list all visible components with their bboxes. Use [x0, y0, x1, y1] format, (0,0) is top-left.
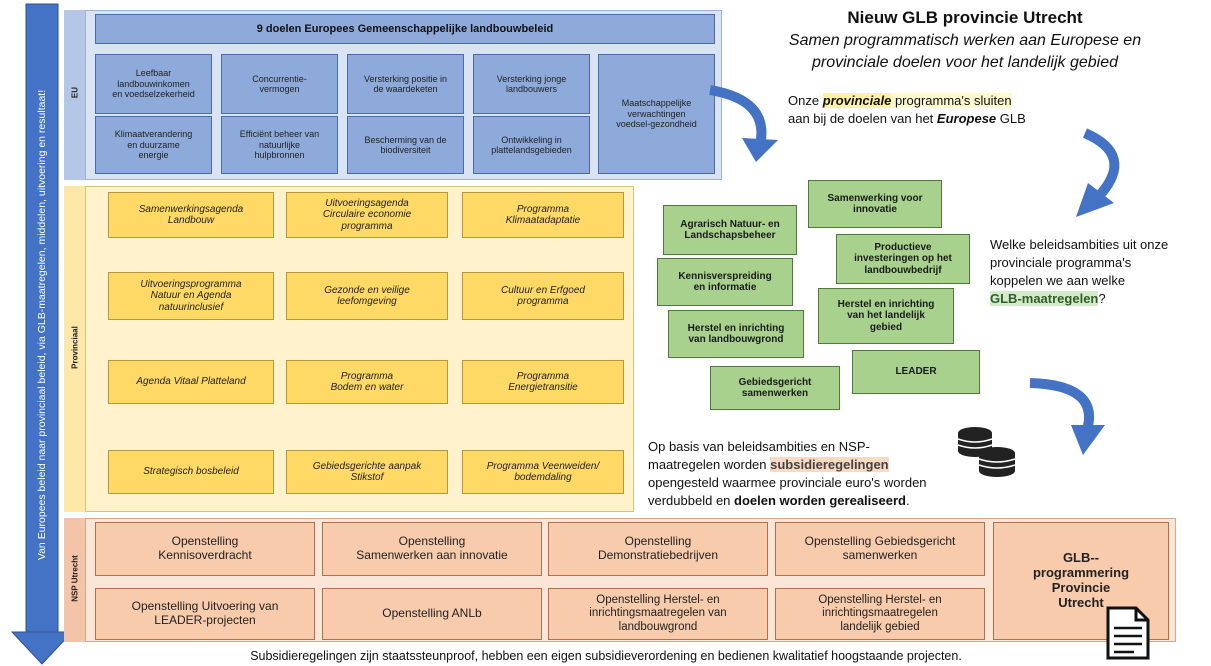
glb-measure: Agrarisch Natuur- en Landschapsbeheer	[663, 205, 797, 255]
glb-measure: Productieve investeringen op het landbou…	[836, 234, 970, 284]
eu-goal: Versterking jonge landbouwers	[473, 54, 590, 114]
nsp-item: Openstelling Uitvoering van LEADER-proje…	[95, 588, 315, 640]
note-1-highlight: provinciale	[822, 93, 892, 108]
prov-program: Strategisch bosbeleid	[108, 450, 274, 494]
eu-goal: Concurrentie- vermogen	[221, 54, 338, 114]
document-icon	[1106, 606, 1150, 660]
prov-program: Samenwerkingsagenda Landbouw	[108, 192, 274, 238]
prov-program: Cultuur en Erfgoed programma	[462, 272, 624, 320]
prov-program: Programma Bodem en water	[286, 360, 448, 404]
glb-measure: Gebiedsgericht samenwerken	[710, 366, 840, 410]
nsp-item: Openstelling Herstel- en inrichtingsmaat…	[775, 588, 985, 640]
note-1-line1: Onze provinciale programma's sluiten	[788, 93, 1012, 108]
eu-goal: Bescherming van de biodiversiteit	[347, 116, 464, 174]
eu-goal: Leefbaar landbouwinkomen en voedselzeker…	[95, 54, 212, 114]
side-arrow-text: Van Europees beleid naar provinciaal bel…	[36, 89, 48, 561]
band-eu-label-col	[64, 10, 86, 180]
band-label-eu: EU	[70, 86, 80, 99]
glb-measure: Kennisverspreiding en informatie	[657, 258, 793, 306]
prov-program: Programma Energietransitie	[462, 360, 624, 404]
eu-goal: Versterking positie in de waardeketen	[347, 54, 464, 114]
prov-program: Agenda Vitaal Platteland	[108, 360, 274, 404]
note-1: Onze provinciale programma's sluiten aan…	[788, 92, 1026, 128]
curved-arrow-icon	[1076, 128, 1120, 217]
glb-measure: Herstel en inrichting van landbouwgrond	[668, 310, 804, 358]
page-title: Nieuw GLB provincie Utrecht	[847, 8, 1083, 27]
glb-measure: Samenwerking voor innovatie	[808, 180, 942, 228]
note-2-highlight: GLB-maatregelen	[990, 291, 1099, 306]
eu-goal: Maatschappelijke verwachtingen voedsel-g…	[598, 54, 715, 174]
note-3-highlight: subsidieregelingen	[770, 457, 889, 472]
band-label-prov: Provinciaal	[70, 326, 80, 369]
curved-arrow-icon	[1029, 378, 1105, 455]
page-subtitle-line1: Samen programmatisch werken aan Europese…	[788, 32, 1142, 49]
band-label-nsp: NSP Utrecht	[70, 555, 80, 602]
band-nsp-label-col	[64, 518, 86, 642]
nsp-item: Openstelling Gebiedsgericht samenwerken	[775, 522, 985, 576]
footer-text: Subsidieregelingen zijn staatssteunproof…	[250, 649, 962, 663]
eu-title: 9 doelen Europees Gemeenschappelijke lan…	[95, 14, 715, 44]
note-2: Welke beleidsambities uit onze provincia…	[990, 237, 1169, 306]
eu-goal: Efficiënt beheer van natuurlijke hulpbro…	[221, 116, 338, 174]
glb-measure: LEADER	[852, 350, 980, 394]
prov-program: Uitvoeringsagenda Circulaire economie pr…	[286, 192, 448, 238]
prov-program: Gebiedsgerichte aanpak Stikstof	[286, 450, 448, 494]
eu-goal: Ontwikkeling in plattelandsgebieden	[473, 116, 590, 174]
nsp-item: Openstelling Herstel- en inrichtingsmaat…	[548, 588, 768, 640]
prov-program: Programma Klimaatadaptatie	[462, 192, 624, 238]
prov-program: Programma Veenweiden/ bodemdaling	[462, 450, 624, 494]
band-prov-label-col	[64, 186, 86, 512]
coins-icon	[957, 427, 1016, 477]
nsp-item: Openstelling Samenwerken aan innovatie	[322, 522, 542, 576]
nsp-item: Openstelling ANLb	[322, 588, 542, 640]
glb-measure: Herstel en inrichting van het landelijk …	[818, 288, 954, 344]
curved-arrow-icon	[709, 85, 778, 162]
eu-goal: Klimaatverandering en duurzame energie	[95, 116, 212, 174]
prov-program: Uitvoeringsprogramma Natuur en Agenda na…	[108, 272, 274, 320]
nsp-item: Openstelling Demonstratiebedrijven	[548, 522, 768, 576]
page-subtitle-line2: provinciale doelen voor het landelijk ge…	[812, 54, 1118, 71]
prov-program: Gezonde en veilige leefomgeving	[286, 272, 448, 320]
note-1-line2: aan bij de doelen van het Europese GLB	[788, 111, 1026, 126]
side-arrow	[10, 3, 70, 665]
note-3: Op basis van beleidsambities en NSP- maa…	[648, 439, 927, 508]
nsp-item: Openstelling Kennisoverdracht	[95, 522, 315, 576]
